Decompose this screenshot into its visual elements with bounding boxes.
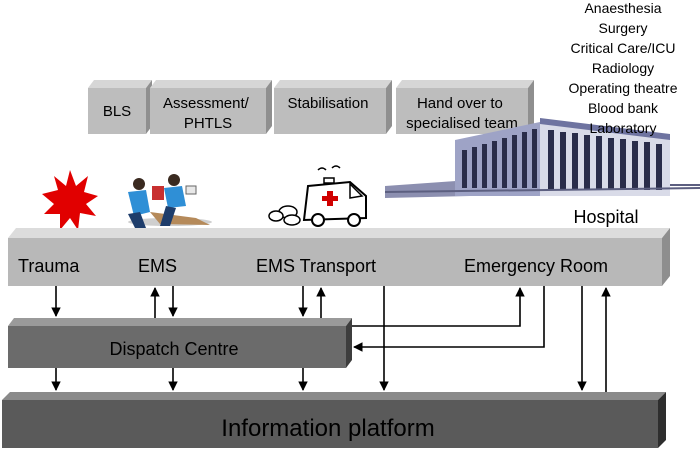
flow-arrows xyxy=(51,286,611,392)
dispatch-centre-label: Dispatch Centre xyxy=(109,339,238,359)
stage-stabilisation: Stabilisation xyxy=(274,80,392,134)
stage-label: Assessment/ PHTLS xyxy=(163,95,253,132)
chain-label-ems: EMS xyxy=(138,256,177,276)
stage-bls: BLS xyxy=(88,80,152,134)
arrow-er-to-dispatch xyxy=(353,286,545,352)
paramedics-icon xyxy=(128,174,212,230)
stage-handover: Hand over to specialised team xyxy=(396,80,534,134)
service-item: Surgery xyxy=(598,20,647,36)
trauma-star-icon xyxy=(42,170,98,230)
chain-label-trauma: Trauma xyxy=(18,256,80,276)
chain-label-emergency-room: Emergency Room xyxy=(464,256,608,276)
stage-label: Hand over to specialised team xyxy=(406,95,518,132)
service-item: Laboratory xyxy=(590,120,657,136)
stage-label: BLS xyxy=(103,103,131,120)
service-item: Radiology xyxy=(592,60,654,76)
service-item: Blood bank xyxy=(588,100,659,116)
information-platform-bar: Information platform xyxy=(2,392,666,448)
stage-assessment: Assessment/ PHTLS xyxy=(150,80,272,134)
chain-bar: Trauma EMS EMS Transport Emergency Room xyxy=(8,228,670,286)
hospital-label: Hospital xyxy=(573,207,638,227)
ambulance-icon xyxy=(268,165,367,227)
hospital-services-list: Anaesthesia Surgery Critical Care/ICU Ra… xyxy=(569,0,678,136)
service-item: Operating theatre xyxy=(569,80,678,96)
service-item: Critical Care/ICU xyxy=(570,40,675,56)
information-platform-label: Information platform xyxy=(221,415,434,442)
arrow-dispatch-to-er xyxy=(352,287,525,327)
dispatch-centre-bar: Dispatch Centre xyxy=(8,318,352,368)
service-item: Anaesthesia xyxy=(584,0,661,16)
chain-label-ems-transport: EMS Transport xyxy=(256,256,376,276)
stage-label: Stabilisation xyxy=(288,95,369,112)
hospital-building-icon xyxy=(384,118,700,198)
